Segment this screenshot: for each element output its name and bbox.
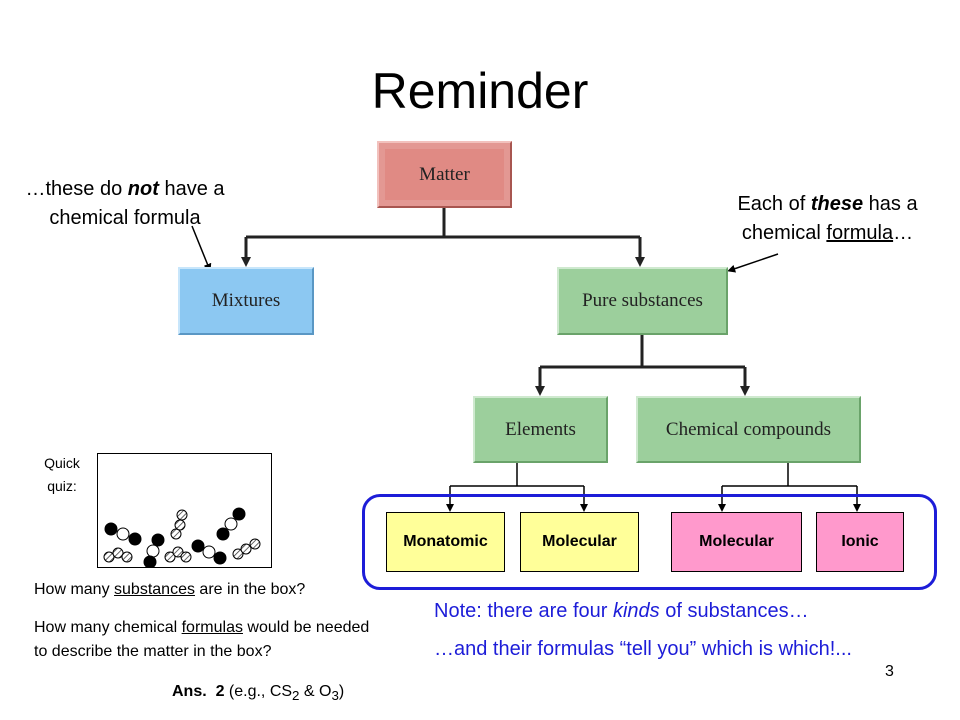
kind-molecular-element: Molecular	[520, 512, 639, 572]
kinds-note: Note: there are four kinds of substances…	[434, 600, 809, 622]
quiz-label: Quick quiz:	[44, 455, 80, 494]
quiz-question-substances: How many substances are in the box?	[34, 581, 306, 598]
node-chemical-compounds: Chemical compounds	[636, 396, 861, 463]
mixtures-note: …these do not have a chemical formula	[25, 178, 225, 229]
kind-ionic: Ionic	[816, 512, 904, 572]
kind-molecular-compound: Molecular	[671, 512, 802, 572]
quiz-question-formulas: How many chemical formulas would be need…	[34, 619, 370, 660]
node-matter: Matter	[377, 141, 512, 208]
quiz-answer: Ans. 2 (e.g., CS2 & O3)	[172, 683, 345, 704]
pure-substances-note: Each of these has a chemical formula…	[737, 193, 918, 244]
molecules-illustration	[103, 507, 261, 569]
formulas-note: …and their formulas “tell you” which is …	[434, 638, 852, 660]
page-number: 3	[885, 663, 894, 680]
kinds-highlight-frame	[362, 494, 937, 590]
node-elements: Elements	[473, 396, 608, 463]
node-mixtures: Mixtures	[178, 267, 314, 335]
node-pure-substances: Pure substances	[557, 267, 728, 335]
quiz-box	[97, 453, 272, 569]
kind-monatomic: Monatomic	[386, 512, 505, 572]
slide-title: Reminder	[371, 63, 589, 119]
